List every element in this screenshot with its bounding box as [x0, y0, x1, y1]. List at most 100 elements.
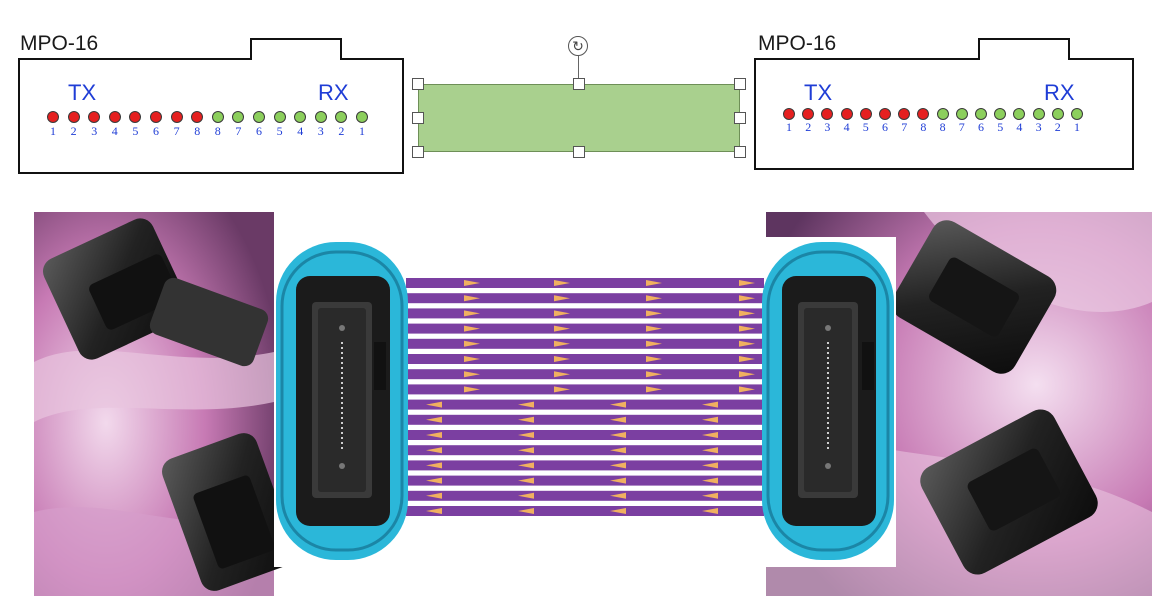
fiber-pin: [335, 111, 348, 123]
fiber-pin: [211, 111, 224, 123]
fiber-pin: [314, 111, 327, 123]
arrow-left-icon: [702, 492, 718, 499]
fiber-pin: [129, 111, 142, 123]
resize-handle-top[interactable]: [573, 78, 585, 90]
arrow-left-icon: [426, 492, 442, 499]
arrow-left-icon: [702, 447, 718, 454]
arrow-left-icon: [702, 508, 718, 514]
arrow-right-icon: [464, 356, 480, 362]
arrow-left-icon: [426, 477, 442, 484]
arrow-left-icon: [426, 508, 442, 514]
resize-handle-top-right[interactable]: [734, 78, 746, 90]
arrow-right-icon: [646, 386, 662, 393]
fiber-pin: [253, 111, 265, 123]
pin-number: 6: [882, 120, 888, 134]
arrow-left-icon: [610, 492, 626, 499]
right-connector-title: MPO-16: [758, 32, 837, 55]
fiber-pin: [802, 108, 815, 120]
arrow-right-icon: [646, 371, 662, 378]
arrow-right-icon: [554, 325, 570, 332]
left-connector-title: MPO-16: [20, 32, 99, 55]
arrow-left-icon: [426, 401, 442, 408]
pin-number: 4: [843, 120, 850, 134]
fiber-strand: [406, 445, 764, 456]
fiber-pin: [67, 111, 80, 123]
pin-number: 6: [153, 124, 159, 138]
fiber-strand: [406, 430, 764, 440]
fiber-pin: [917, 108, 930, 120]
fiber-bundle: [406, 278, 764, 516]
pin-number: 6: [978, 120, 984, 134]
arrow-left-icon: [610, 477, 626, 484]
arrow-left-icon: [518, 492, 534, 499]
selected-shape[interactable]: [418, 84, 740, 152]
pin-number: 7: [235, 124, 242, 138]
fiber-pin: [88, 111, 101, 123]
fiber-pin: [232, 111, 245, 123]
arrow-right-icon: [464, 280, 480, 286]
resize-handle-top-left[interactable]: [412, 78, 424, 90]
fiber-strand: [406, 308, 764, 319]
fiber-pin: [936, 108, 949, 120]
arrow-left-icon: [518, 401, 534, 408]
pin-number: 3: [1035, 120, 1042, 134]
fiber-strand: [406, 460, 764, 471]
pin-number: 4: [111, 124, 118, 138]
fiber-pin: [273, 111, 286, 123]
arrow-left-icon: [610, 416, 626, 423]
arrow-right-icon: [646, 340, 662, 347]
arrow-left-icon: [702, 416, 718, 423]
arrow-left-icon: [610, 462, 626, 469]
fiber-strand: [406, 369, 764, 380]
arrow-right-icon: [554, 295, 570, 302]
resize-handle-bottom-right[interactable]: [734, 146, 746, 158]
pin-number: 5: [862, 120, 869, 134]
pin-number: 3: [317, 124, 324, 138]
fiber-pin: [1051, 108, 1064, 120]
pin-number: 2: [70, 124, 77, 138]
arrow-right-icon: [554, 340, 570, 347]
resize-handle-bottom-left[interactable]: [412, 146, 424, 158]
arrow-left-icon: [702, 477, 718, 484]
fiber-strand: [406, 399, 764, 410]
pin-number: 3: [91, 124, 98, 138]
fiber-pin: [108, 111, 121, 123]
arrow-left-icon: [426, 416, 442, 423]
fiber-illustration: [34, 212, 1152, 596]
fiber-pin: [840, 108, 853, 120]
arrow-left-icon: [518, 477, 534, 484]
rotate-icon[interactable]: ↻: [568, 36, 588, 56]
arrow-left-icon: [702, 432, 718, 438]
fiber-strand: [406, 475, 764, 486]
pin-number: 5: [132, 124, 139, 138]
fiber-strand: [406, 278, 764, 288]
right-mpo-plug-upper: [891, 220, 1057, 374]
arrow-left-icon: [426, 462, 442, 469]
pin-number: 2: [338, 124, 345, 138]
resize-handle-right[interactable]: [734, 112, 746, 124]
pin-number: 1: [1074, 120, 1080, 134]
arrow-right-icon: [464, 340, 480, 347]
right-mpo-plug-lower: [920, 409, 1098, 575]
arrow-left-icon: [426, 432, 442, 438]
pin-number: 8: [920, 120, 927, 134]
pin-number: 8: [194, 124, 201, 138]
arrow-right-icon: [739, 371, 755, 378]
fiber-pin: [191, 111, 204, 123]
arrow-right-icon: [554, 356, 570, 362]
fiber-strand: [406, 323, 764, 334]
left-mpo-face: [276, 242, 408, 560]
fiber-pin: [879, 108, 891, 120]
resize-handle-bottom[interactable]: [573, 146, 585, 158]
resize-handle-left[interactable]: [412, 112, 424, 124]
pin-number: 5: [997, 120, 1004, 134]
arrow-right-icon: [646, 325, 662, 332]
pin-number: 2: [1054, 120, 1061, 134]
arrow-right-icon: [739, 340, 755, 347]
fiber-pin: [859, 108, 872, 120]
arrow-left-icon: [518, 416, 534, 423]
fiber-strand: [406, 506, 764, 516]
pin-number: 7: [173, 124, 180, 138]
pin-number: 8: [214, 124, 221, 138]
arrow-right-icon: [464, 310, 480, 317]
